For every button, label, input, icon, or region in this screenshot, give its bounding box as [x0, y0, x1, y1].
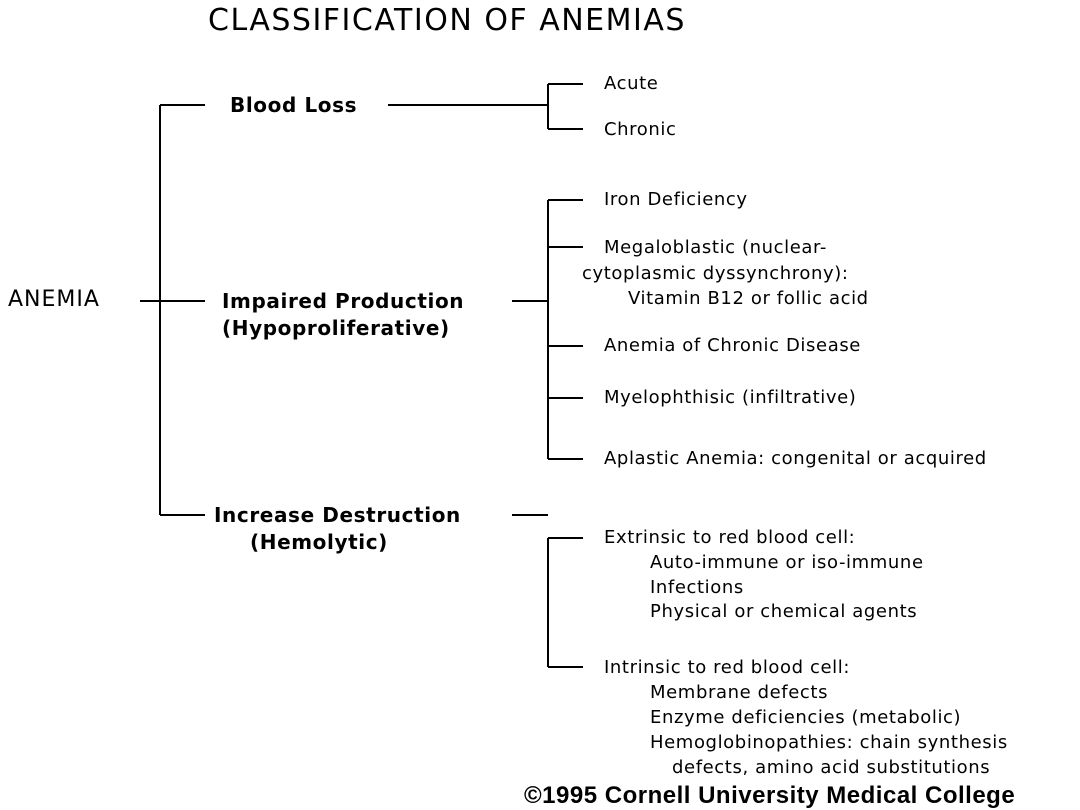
leaf-intrinsic-heading: Intrinsic to red blood cell: [604, 657, 851, 678]
category-impaired-production-subtitle: (Hypoproliferative) [222, 316, 450, 340]
leaf-extrinsic-item: Infections [650, 577, 744, 598]
leaf-acute: Acute [604, 73, 659, 94]
category-blood-loss: Blood Loss [230, 93, 358, 117]
leaf-intrinsic-item: Enzyme deficiencies (metabolic) [650, 707, 962, 728]
leaf-intrinsic-item: Hemoglobinopathies: chain synthesis [650, 732, 1008, 753]
category-increase-destruction: Increase Destruction [214, 503, 461, 527]
root-node-anemia: ANEMIA [8, 287, 100, 312]
leaf-chronic: Chronic [604, 119, 677, 140]
leaf-extrinsic-item: Auto-immune or iso-immune [650, 552, 924, 573]
leaf-intrinsic-continuation: defects, amino acid substitutions [672, 757, 991, 778]
leaf-aplastic: Aplastic Anemia: congenital or acquired [604, 448, 987, 469]
leaf-megaloblastic-line2: cytoplasmic dyssynchrony): [582, 263, 849, 284]
category-impaired-production: Impaired Production [222, 289, 465, 313]
leaf-chronic-disease: Anemia of Chronic Disease [604, 335, 861, 356]
leaf-myelophthisic: Myelophthisic (infiltrative) [604, 387, 857, 408]
leaf-intrinsic-item: Membrane defects [650, 682, 829, 703]
leaf-extrinsic-heading: Extrinsic to red blood cell: [604, 527, 856, 548]
diagram-title: CLASSIFICATION OF ANEMIAS [208, 3, 686, 38]
leaf-extrinsic-item: Physical or chemical agents [650, 601, 918, 622]
leaf-megaloblastic-line3: Vitamin B12 or follic acid [628, 288, 869, 309]
copyright-notice: ©1995 Cornell University Medical College [524, 782, 1016, 809]
leaf-iron-deficiency: Iron Deficiency [604, 189, 748, 210]
category-increase-destruction-subtitle: (Hemolytic) [250, 530, 388, 554]
leaf-megaloblastic: Megaloblastic (nuclear- [604, 237, 827, 258]
